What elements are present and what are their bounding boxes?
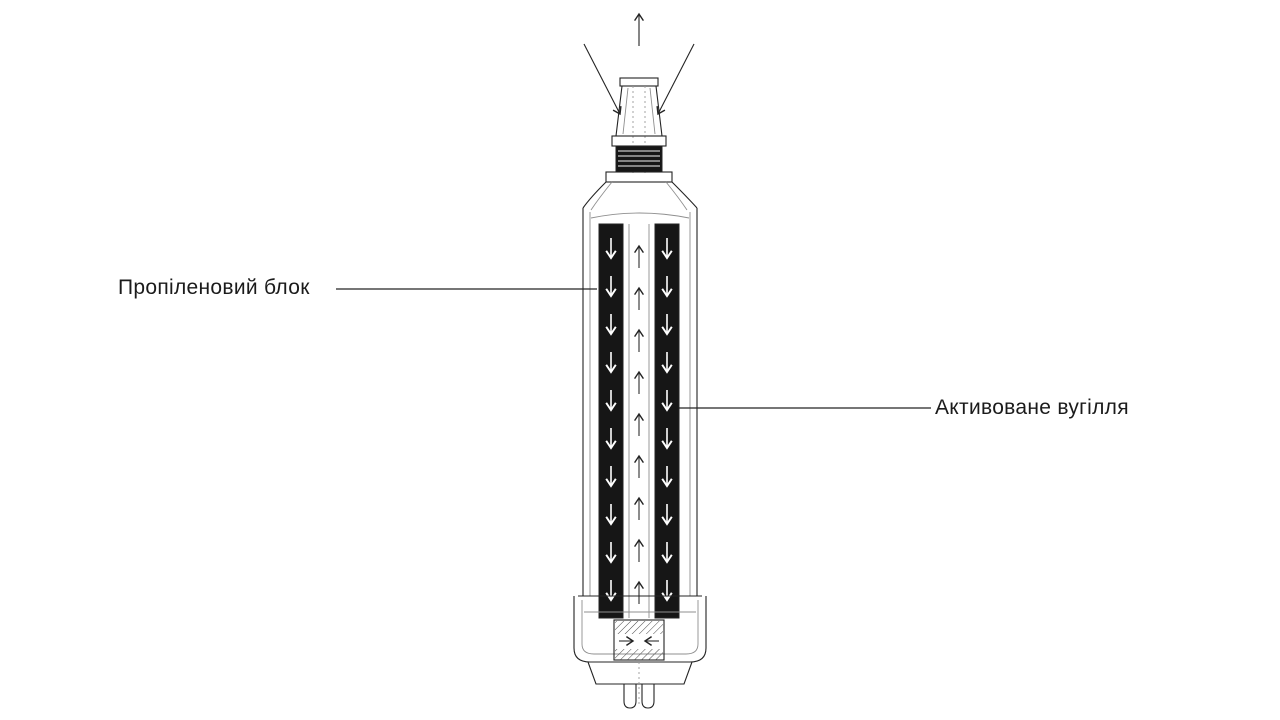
thread-block-fill: [615, 145, 663, 173]
label-propylene-block: Пропіленовий блок: [118, 276, 310, 299]
base-prong-left: [623, 684, 637, 709]
label-activated-carbon: Активоване вугілля: [935, 396, 1129, 419]
base-prong-right: [641, 684, 655, 709]
thread-block: [605, 145, 673, 183]
base-assembly: [573, 595, 707, 709]
base-valve-hatch-bottom: [615, 649, 663, 660]
inlet-guide-arrows: [583, 43, 695, 116]
base-valve-hatch-top: [615, 621, 663, 634]
filter-body-outline: [582, 181, 698, 618]
